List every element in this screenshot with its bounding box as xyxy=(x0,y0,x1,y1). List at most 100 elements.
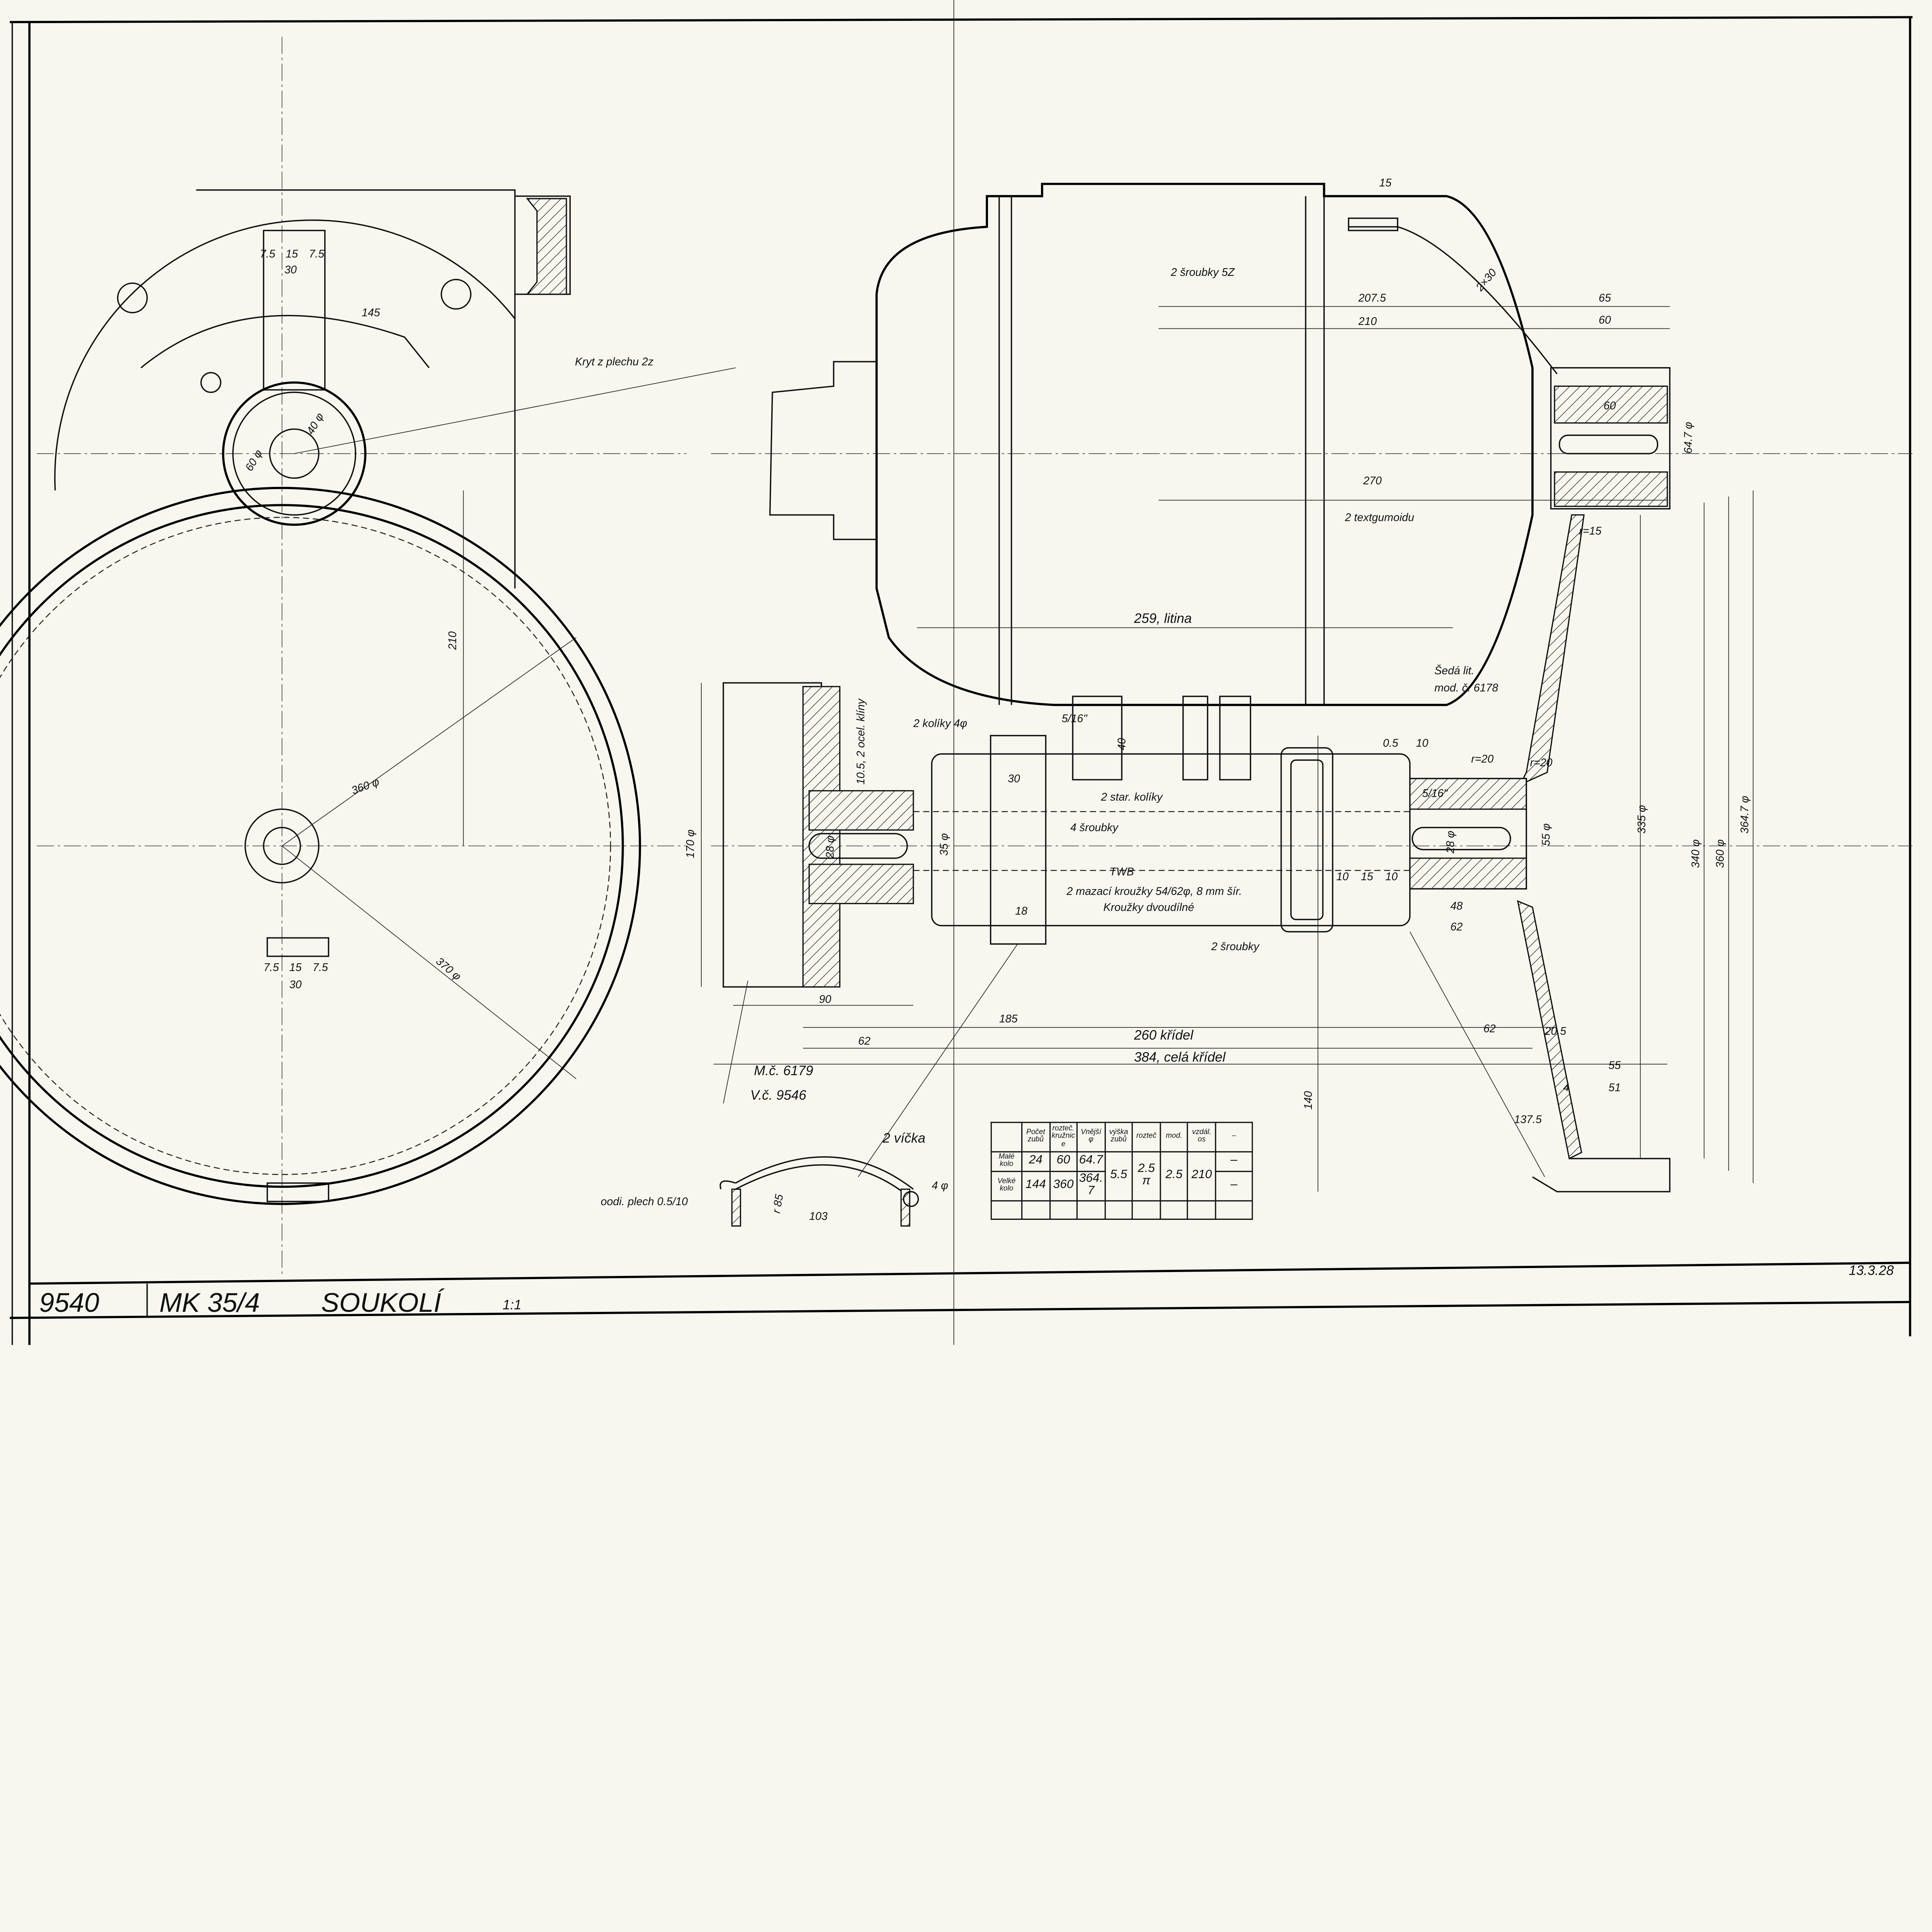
drawing-type: MK 35/4 xyxy=(159,1287,260,1318)
dim-label: 5/16" xyxy=(1062,713,1088,725)
dim-label: 15 xyxy=(286,248,298,260)
dim-label: 15 xyxy=(1361,871,1373,883)
table-header: rozteč xyxy=(1132,1122,1161,1152)
annotation: 2 star. kolíky xyxy=(1100,791,1163,803)
annotation: Kroužky dvoudílné xyxy=(1104,901,1194,913)
dim-label: 48 xyxy=(1450,900,1463,912)
cell: 64.7 xyxy=(1077,1151,1105,1172)
dim-label: 370 φ xyxy=(434,955,463,983)
row-name: Malé kolo xyxy=(990,1151,1023,1172)
dim-label: 364.7 φ xyxy=(1738,796,1751,834)
drawing-scale: 1:1 xyxy=(503,1298,522,1313)
dim-label: 4 xyxy=(1563,1082,1569,1094)
cell: – xyxy=(1215,1151,1253,1172)
cell: 24 xyxy=(1021,1151,1050,1172)
dim-label: 28 φ xyxy=(1444,831,1457,854)
annotation: 2 šroubky xyxy=(1211,940,1260,953)
annotation: M.č. 6179 xyxy=(754,1063,813,1078)
dim-label: 60 xyxy=(1599,314,1611,327)
table-header: výška zubů xyxy=(1104,1122,1133,1152)
cell: 60 xyxy=(1049,1151,1078,1172)
cell: 144 xyxy=(1021,1170,1050,1202)
drawing-title: SOUKOLÍ xyxy=(321,1287,445,1318)
dim-label: 7.5 xyxy=(260,248,276,260)
dim-label: 185 xyxy=(999,1013,1018,1025)
table-header: Vnější φ xyxy=(1077,1122,1105,1152)
dim-label: r=20 xyxy=(1530,757,1553,769)
dim-label: 7.5 xyxy=(313,961,328,974)
dim-label: 7.5 xyxy=(264,961,279,974)
table-header: mod. xyxy=(1159,1122,1189,1152)
table-header: – xyxy=(1215,1122,1253,1152)
dim-label: r=20 xyxy=(1471,753,1493,765)
dim-label: 103 xyxy=(809,1210,828,1223)
dim-label: 10 xyxy=(1336,871,1349,883)
annotation: 259, litina xyxy=(1134,611,1192,626)
cell: 210 xyxy=(1187,1151,1216,1202)
dim-label: 51 xyxy=(1609,1082,1621,1094)
drawing-number: 9540 xyxy=(39,1287,99,1318)
dim-label: 270 xyxy=(1363,474,1382,487)
annotation: 384, celá křídel xyxy=(1134,1050,1226,1065)
annotation: 4 šroubky xyxy=(1070,821,1119,834)
cell: – xyxy=(1215,1170,1253,1202)
dim-label: 18 xyxy=(1015,905,1027,917)
cell: 2.5π xyxy=(1132,1151,1161,1202)
dim-label: 0.5 xyxy=(1383,737,1398,749)
lid-detail xyxy=(719,1156,919,1227)
dim-label: 60 xyxy=(1604,400,1616,412)
side-section-view xyxy=(701,183,1913,1192)
dim-label: 64.7 φ xyxy=(1682,422,1695,454)
cell: 360 xyxy=(1049,1170,1078,1202)
dim-label: 360 φ xyxy=(1714,839,1726,868)
table-header: vzdál. os xyxy=(1187,1122,1216,1152)
dim-label: 30 xyxy=(289,978,302,991)
dim-label: 210 xyxy=(1358,315,1377,328)
dim-label: 60 φ xyxy=(243,448,265,474)
dim-label: 20.5 xyxy=(1544,1025,1566,1037)
cover-label: Kryt z plechu 2z xyxy=(575,356,653,368)
row-name: Velké kolo xyxy=(990,1170,1023,1202)
dim-label: 55 φ xyxy=(1540,823,1552,846)
cell: 2.5 xyxy=(1159,1151,1189,1202)
dim-label: 207.5 xyxy=(1358,292,1386,304)
dim-label: 10 xyxy=(1385,871,1398,883)
dim-label: 62 xyxy=(858,1035,871,1047)
cell: 364.7 xyxy=(1077,1170,1105,1202)
annotation: Šedá lit. xyxy=(1434,665,1474,677)
annotation: oodi. plech 0.5/10 xyxy=(601,1196,688,1208)
dim-label: 210 xyxy=(446,631,459,650)
dim-label: 360 φ xyxy=(350,776,381,797)
dim-label: 55 xyxy=(1609,1060,1621,1072)
annotation: 2 mazací kroužky 54/62φ, 8 mm šír. xyxy=(1066,885,1242,898)
drawing-date: 13.3.28 xyxy=(1849,1263,1894,1278)
dim-label: 28 φ xyxy=(824,836,837,859)
title-block: 9540 MK 35/4 SOUKOLÍ 1:1 13.3.28 xyxy=(39,1263,1894,1318)
dim-label: r=15 xyxy=(1579,525,1602,537)
technical-drawing: 9540 MK 35/4 SOUKOLÍ 1:1 13.3.28 Kryt z … xyxy=(0,0,1913,1345)
side-view-annotations: 2 šroubky 5Z 2 textgumoidu 259, litina Š… xyxy=(601,177,1751,1223)
table-row: Velké kolo 144 360 364.7 – xyxy=(990,1170,1253,1202)
dim-label: 335 φ xyxy=(1636,805,1648,833)
dim-label: 7.5 xyxy=(309,248,325,260)
table-header: Počet zubů xyxy=(1021,1122,1050,1152)
dim-label: 170 φ xyxy=(684,830,697,858)
annotation: 2 víčka xyxy=(882,1131,925,1146)
dim-label: 40 xyxy=(1116,738,1128,750)
dim-label: 35 φ xyxy=(938,833,951,855)
annotation: 260 křídel xyxy=(1134,1028,1194,1043)
annotation: 2 kolíky 4φ xyxy=(913,717,967,730)
table-header xyxy=(990,1122,1023,1152)
dim-label: 30 xyxy=(1008,772,1020,785)
dim-label: 4 φ xyxy=(932,1180,948,1192)
table-header-row: Počet zubů rozteč. kružnice Vnější φ výš… xyxy=(990,1122,1253,1152)
sheet-frame xyxy=(10,0,1913,1345)
dim-label: 2×30 xyxy=(1473,267,1499,294)
dim-label: 5/16" xyxy=(1422,787,1448,799)
dim-label: 15 xyxy=(289,961,302,974)
dim-label: 62 xyxy=(1483,1023,1496,1035)
dim-label: 62 xyxy=(1450,921,1463,933)
dim-label: r 85 xyxy=(770,1193,786,1214)
table-header: rozteč. kružnice xyxy=(1049,1122,1078,1152)
dim-label: 90 xyxy=(819,993,831,1005)
